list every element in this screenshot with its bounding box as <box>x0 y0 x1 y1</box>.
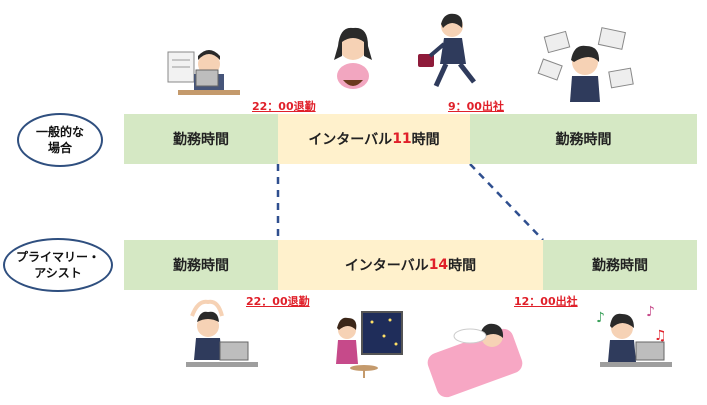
row2-label-bubble: プライマリー・ アシスト <box>3 238 113 292</box>
connector-arrive <box>469 163 544 241</box>
row1-arrive-time: 9：00出社 <box>448 100 504 113</box>
row2-work-left-label: 勤務時間 <box>173 258 229 274</box>
svg-text:♪: ♪ <box>596 310 605 326</box>
relaxing-woman-illustration <box>336 311 403 378</box>
row1-interval-prefix: インターバル <box>308 132 393 148</box>
row2-leave-time: 22：00退勤 <box>246 295 310 308</box>
eating-woman-illustration <box>334 27 372 89</box>
row1-leave-time: 22：00退勤 <box>252 100 316 113</box>
row1-label-line1: 一般的な <box>35 124 84 139</box>
row2-interval-suffix: 時間 <box>448 258 477 274</box>
row1-label-line2: 場合 <box>47 141 72 155</box>
svg-text:♪: ♪ <box>646 304 655 320</box>
row2-work-right-label: 勤務時間 <box>592 258 648 274</box>
stressed-worker-illustration <box>537 27 634 102</box>
row1-interval-suffix: 時間 <box>411 132 440 148</box>
row2-label-line2: アシスト <box>34 266 82 280</box>
stretching-worker-illustration <box>186 299 258 367</box>
overtime-worker-illustration <box>167 50 240 95</box>
svg-text:♫: ♫ <box>654 328 667 344</box>
row1-work-left-label: 勤務時間 <box>173 132 229 148</box>
row1-work-left: 勤務時間 <box>124 114 278 164</box>
row2-label-line1: プライマリー・ <box>15 249 100 264</box>
music-worker-illustration: ♪ ♪ ♫ <box>596 304 672 367</box>
row2-work-right: 勤務時間 <box>543 240 697 290</box>
row2-arrive-time: 12：00出社 <box>514 295 578 308</box>
row2-interval-hours: 14 <box>428 257 449 273</box>
row2-interval-prefix: インターバル <box>344 258 429 274</box>
sleeping-woman-illustration <box>427 323 523 398</box>
row2-work-left: 勤務時間 <box>124 240 278 290</box>
running-woman-illustration <box>418 13 476 88</box>
row1-interval-hours: 11 <box>392 131 412 147</box>
row1-work-right: 勤務時間 <box>470 114 697 164</box>
row1-label-bubble: 一般的な 場合 <box>17 113 103 167</box>
row1-work-right-label: 勤務時間 <box>555 132 612 148</box>
